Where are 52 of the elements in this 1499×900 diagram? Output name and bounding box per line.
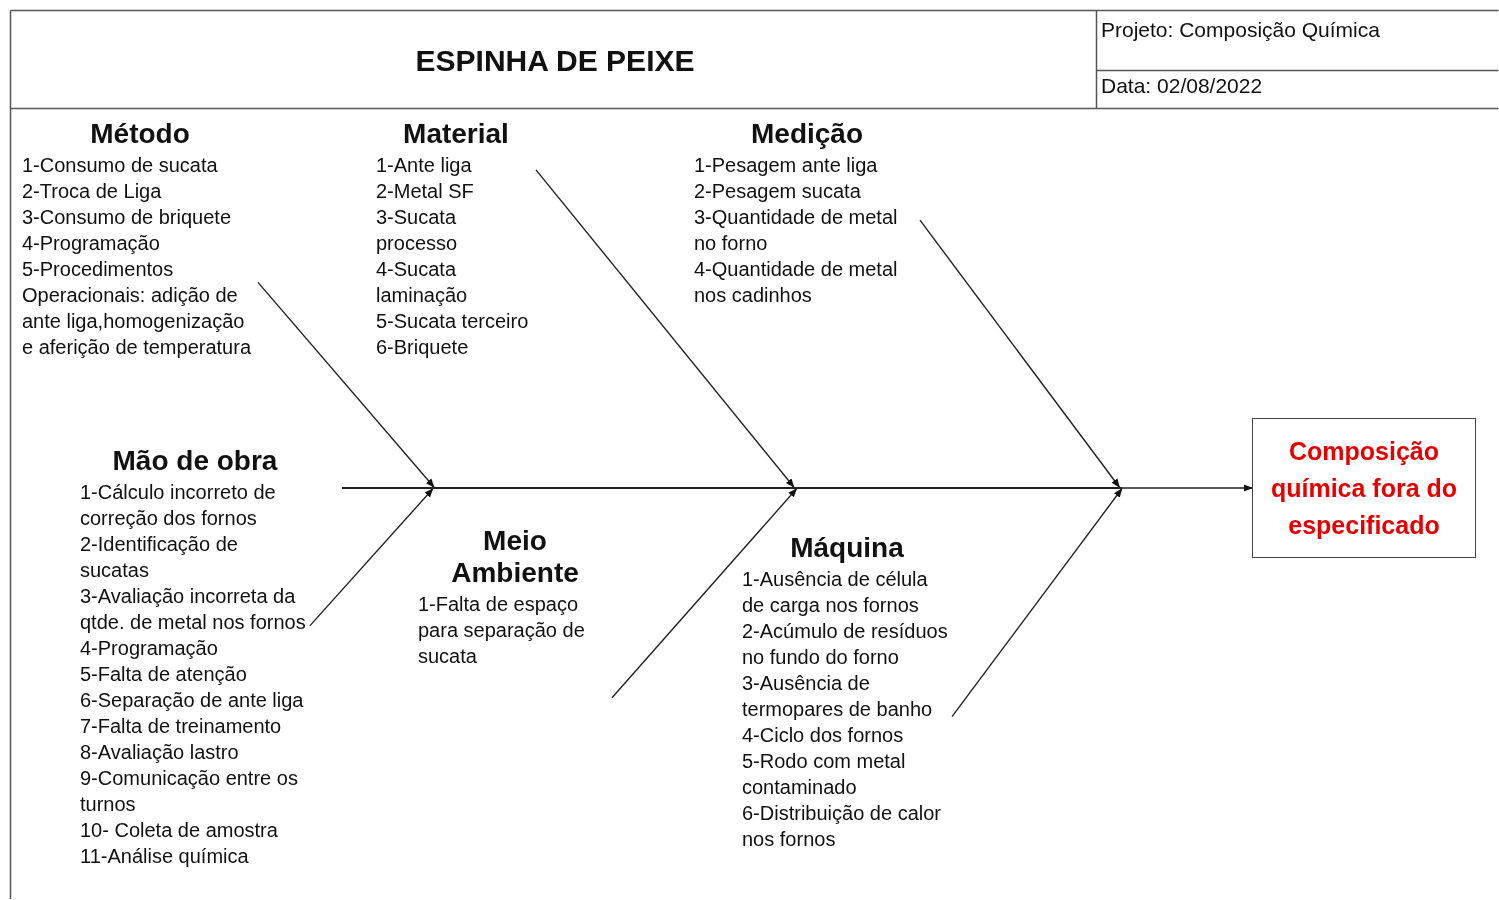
cause-item: 8-Avaliação lastro bbox=[80, 740, 240, 765]
cause-item: 2-Acúmulo de resíduos no fundo do forno bbox=[742, 619, 949, 670]
spine-arrow bbox=[1121, 484, 1253, 492]
cause-item: 1-Pesagem ante liga bbox=[694, 153, 879, 178]
cause-item: 5-Sucata terceiro bbox=[376, 309, 530, 334]
cause-item: 5-Falta de atenção bbox=[80, 662, 248, 687]
cause-item: 11-Análise química bbox=[80, 844, 250, 869]
rib-arrow bbox=[535, 169, 795, 488]
category-heading: Meio Ambiente bbox=[450, 525, 580, 589]
header-field-text: Data: 02/08/2022 bbox=[1101, 74, 1263, 98]
rib-arrow bbox=[611, 488, 798, 699]
rib-arrow bbox=[257, 281, 435, 488]
category-heading: Máquina bbox=[789, 532, 905, 564]
cause-item: 2-Metal SF bbox=[376, 179, 475, 204]
cause-item: 2-Identificação de sucatas bbox=[80, 532, 239, 583]
diagram-title: ESPINHA DE PEIXE bbox=[414, 44, 696, 78]
category-heading: Material bbox=[402, 118, 510, 150]
cause-item: 3-Avaliação incorreta da qtde. de metal nos fornos bbox=[80, 584, 307, 635]
effect-box bbox=[1252, 418, 1476, 558]
cause-item: 3-Consumo de briquete bbox=[22, 205, 232, 230]
cause-item: 2-Troca de Liga bbox=[22, 179, 163, 204]
cause-item: 3-Quantidade de metal no forno bbox=[694, 205, 899, 256]
header-field-text: Projeto: Composição Química bbox=[1101, 18, 1380, 42]
rib-arrow bbox=[919, 219, 1120, 488]
cause-item: 9-Comunicação entre os turnos bbox=[80, 766, 299, 817]
cause-item: 3-Ausência de termopares de banho bbox=[742, 671, 934, 722]
cause-item: 4-Quantidade de metal nos cadinhos bbox=[694, 257, 899, 308]
cause-item: 6-Briquete bbox=[376, 335, 470, 360]
category-heading: Método bbox=[89, 118, 191, 150]
effect-text: Composição química fora do especificado bbox=[1269, 435, 1459, 541]
cause-item: 1-Falta de espaço para separação de sucata bbox=[418, 592, 586, 669]
rib-arrow bbox=[309, 488, 434, 627]
cause-item: 4-Ciclo dos fornos bbox=[742, 723, 905, 748]
cause-item: 1-Cálculo incorreto de correção dos fornos bbox=[80, 480, 277, 531]
cause-item: 5-Rodo com metal contaminado bbox=[742, 749, 907, 800]
cause-item: 3-Sucata processo bbox=[376, 205, 459, 256]
cause-item: 6-Separação de ante liga bbox=[80, 688, 305, 713]
category-heading: Mão de obra bbox=[111, 445, 279, 477]
cause-item: 4-Programação bbox=[22, 231, 161, 256]
cause-item: 1-Ante liga bbox=[376, 153, 473, 178]
cause-item: 6-Distribuição de calor nos fornos bbox=[742, 801, 942, 852]
cause-item: 7-Falta de treinamento bbox=[80, 714, 283, 739]
cause-item: 1-Consumo de sucata bbox=[22, 153, 219, 178]
spine-line bbox=[342, 487, 1122, 489]
category-heading: Medição bbox=[750, 118, 864, 150]
cause-item: 4-Sucata laminação bbox=[376, 257, 469, 308]
cause-item: 1-Ausência de célula de carga nos fornos bbox=[742, 567, 929, 618]
cause-item: 2-Pesagem sucata bbox=[694, 179, 862, 204]
cause-item: 4-Programação bbox=[80, 636, 219, 661]
cause-item: 10- Coleta de amostra bbox=[80, 818, 279, 843]
cause-item: 5-Procedimentos Operacionais: adição de ante liga,homogenização e aferição de temperatura bbox=[22, 257, 253, 360]
rib-arrow bbox=[951, 488, 1123, 718]
